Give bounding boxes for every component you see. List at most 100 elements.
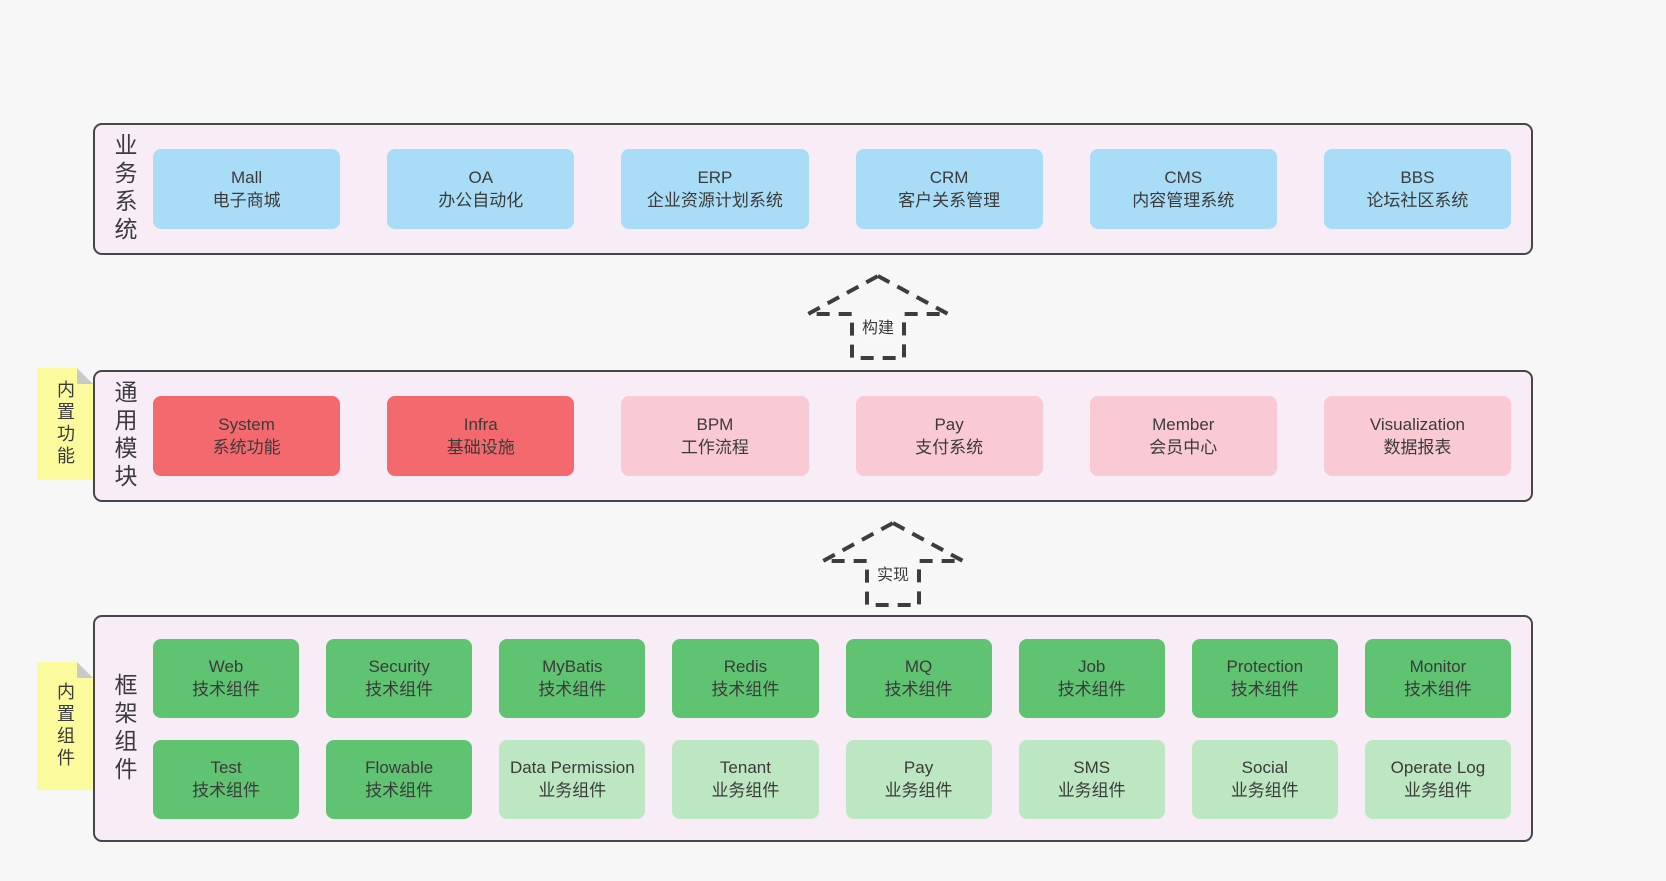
node-rows-modules: System 系统功能 Infra 基础设施 BPM 工作流程 Pay 支付系统 Member 会… (153, 372, 1531, 500)
node-visualization: Visualization 数据报表 (1323, 396, 1512, 476)
node-title: Monitor (1409, 657, 1467, 676)
layer-side-label-framework: 框架组件 (111, 672, 137, 785)
node-title: Operate Log (1390, 758, 1486, 777)
node-title: Member (1152, 415, 1215, 434)
node-title: Security (368, 657, 430, 676)
node-subtitle: 技术组件 (192, 680, 261, 699)
node-redis: Redis 技术组件 (672, 638, 819, 718)
node-subtitle: 业务组件 (1403, 781, 1472, 800)
node-mall: Mall 电子商城 (153, 149, 341, 229)
node-title: BBS (1400, 168, 1435, 187)
node-subtitle: 业务组件 (1230, 781, 1299, 800)
node-pay: Pay 业务组件 (845, 739, 992, 819)
node-subtitle: 业务组件 (884, 781, 953, 800)
node-title: Test (210, 758, 242, 777)
node-subtitle: 业务组件 (538, 781, 607, 800)
layer-side-label-business: 业务系统 (111, 133, 137, 245)
node-title: Tenant (719, 758, 771, 777)
node-subtitle: 工作流程 (680, 438, 749, 457)
sticky-tab-label: 内置功能 (55, 380, 75, 468)
node-title: Protection (1226, 657, 1304, 676)
node-title: SMS (1073, 758, 1111, 777)
node-subtitle: 数据报表 (1383, 438, 1452, 457)
node-subtitle: 基础设施 (446, 438, 515, 457)
node-system: System 系统功能 (153, 396, 341, 476)
layer-common-modules: 通用模块 System 系统功能 Infra 基础设施 BPM 工作流程 Pay 支付系统 Me… (93, 370, 1533, 502)
node-rows-business: Mall 电子商城 OA 办公自动化 ERP 企业资源计划系统 CRM 客户关系管理 CMS 内容… (153, 125, 1531, 253)
node-protection: Protection 技术组件 (1191, 638, 1338, 718)
node-sms: SMS 业务组件 (1018, 739, 1165, 819)
layer-business-systems: 业务系统 Mall 电子商城 OA 办公自动化 ERP 企业资源计划系统 CRM 客户关系管理… (93, 123, 1533, 255)
sticky-tab-label: 内置组件 (55, 682, 75, 770)
node-title: Job (1077, 657, 1106, 676)
node-subtitle: 技术组件 (538, 680, 607, 699)
sticky-tab-builtin-components: 内置组件 (37, 662, 93, 790)
node-subtitle: 办公自动化 (438, 191, 524, 210)
node-title: MQ (904, 657, 933, 676)
node-subtitle: 电子商城 (212, 191, 281, 210)
node-erp: ERP 企业资源计划系统 (621, 149, 809, 229)
node-title: Infra (463, 415, 498, 434)
node-subtitle: 会员中心 (1149, 438, 1218, 457)
node-web: Web 技术组件 (153, 638, 300, 718)
node-cms: CMS 内容管理系统 (1089, 149, 1277, 229)
node-subtitle: 技术组件 (365, 781, 434, 800)
node-title: Data Permission (509, 758, 635, 777)
layer-side-label-modules: 通用模块 (111, 380, 137, 492)
folded-corner-icon (77, 662, 93, 678)
node-infra: Infra 基础设施 (387, 396, 575, 476)
node-subtitle: 企业资源计划系统 (646, 191, 783, 210)
node-subtitle: 技术组件 (1057, 680, 1126, 699)
node-subtitle: 业务组件 (1057, 781, 1126, 800)
arrow-implement: 实现 (820, 519, 966, 609)
node-job: Job 技术组件 (1018, 638, 1165, 718)
arrow-build: 构建 (805, 272, 951, 362)
arrow-build-label: 构建 (858, 313, 898, 339)
node-subtitle: 支付系统 (915, 438, 984, 457)
node-title: Web (208, 657, 244, 676)
arrow-implement-label: 实现 (873, 560, 913, 586)
node-row: Mall 电子商城 OA 办公自动化 ERP 企业资源计划系统 CRM 客户关系管理 CMS 内容… (153, 149, 1512, 229)
node-subtitle: 客户关系管理 (898, 191, 1001, 210)
node-subtitle: 技术组件 (711, 680, 780, 699)
node-row: System 系统功能 Infra 基础设施 BPM 工作流程 Pay 支付系统 Member 会… (153, 396, 1512, 476)
node-title: Social (1241, 758, 1288, 777)
node-title: CRM (929, 168, 969, 187)
node-subtitle: 技术组件 (884, 680, 953, 699)
node-monitor: Monitor 技术组件 (1364, 638, 1511, 718)
node-oa: OA 办公自动化 (387, 149, 575, 229)
node-title: Mall (231, 168, 263, 187)
node-pay: Pay 支付系统 (855, 396, 1043, 476)
node-title: System (218, 415, 275, 434)
node-mq: MQ 技术组件 (845, 638, 992, 718)
node-member: Member 会员中心 (1089, 396, 1277, 476)
node-title: OA (468, 168, 494, 187)
sticky-tab-builtin-features: 内置功能 (37, 368, 93, 480)
node-subtitle: 论坛社区系统 (1366, 191, 1469, 210)
node-title: Redis (723, 657, 768, 676)
folded-corner-icon (77, 368, 93, 384)
node-mybatis: MyBatis 技术组件 (499, 638, 646, 718)
node-crm: CRM 客户关系管理 (855, 149, 1043, 229)
node-title: BPM (696, 415, 734, 434)
node-title: CMS (1164, 168, 1203, 187)
node-title: Visualization (1369, 415, 1466, 434)
node-data-permission: Data Permission 业务组件 (499, 739, 646, 819)
node-subtitle: 技术组件 (1403, 680, 1472, 699)
node-operate-log: Operate Log 业务组件 (1364, 739, 1511, 819)
node-title: Pay (934, 415, 964, 434)
node-subtitle: 内容管理系统 (1132, 191, 1235, 210)
node-subtitle: 系统功能 (212, 438, 281, 457)
node-bbs: BBS 论坛社区系统 (1323, 149, 1512, 229)
node-title: Pay (903, 758, 934, 777)
node-title: ERP (697, 168, 733, 187)
node-subtitle: 技术组件 (1230, 680, 1299, 699)
node-title: MyBatis (542, 657, 603, 676)
